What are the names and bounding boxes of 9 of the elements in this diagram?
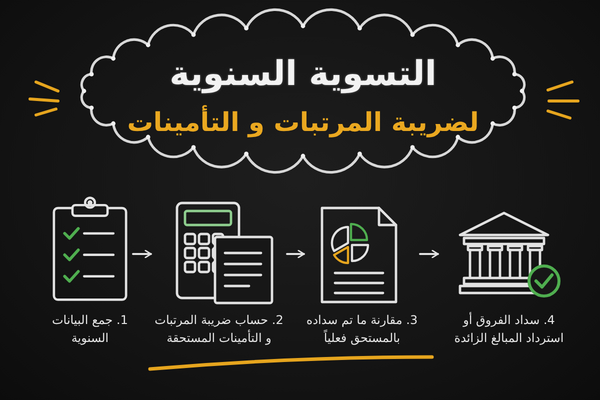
step-label: 2. حساب ضريبة المرتبات و التأمينات المستحقة <box>154 312 284 347</box>
step-label: 4. سداد الفروق أو استرداد المبالغ الزائدة <box>453 311 565 347</box>
arrow <box>419 250 439 258</box>
step-label: 1. جمع البيانات السنوية <box>50 312 129 347</box>
heading-text: التسوية السنوية <box>169 53 437 96</box>
arrow <box>286 250 305 258</box>
subheading-text: لضريبة المرتبات و التأمينات <box>127 103 479 143</box>
arrow <box>132 250 152 258</box>
step-label: 3. مقارنة ما تم سداده بالمستحق فعلياً <box>305 312 419 347</box>
